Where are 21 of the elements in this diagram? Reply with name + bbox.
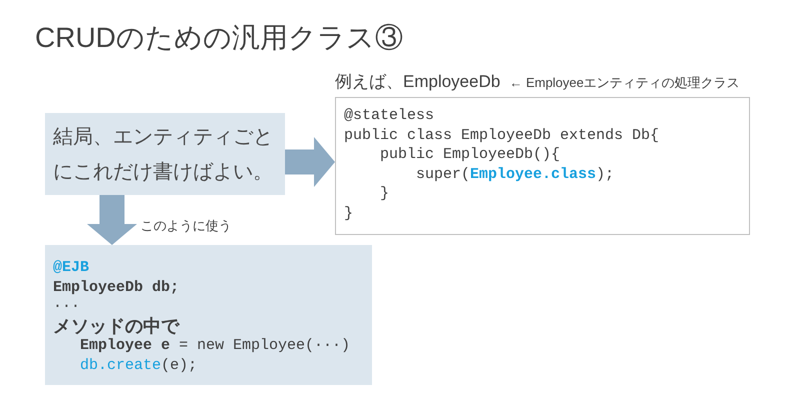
block-arrow [87,195,137,245]
note-panel [45,113,285,195]
code-line: Employee e = new Employee(···) [80,336,350,356]
code-panel [45,245,372,385]
code-line: db.create(e); [80,356,198,376]
code-line: public class EmployeeDb extends Db{ [344,126,660,146]
code-line: } [344,204,354,224]
code-line: public EmployeeDb(){ [380,145,560,165]
code-line: @EJB [53,258,90,278]
code-line: メソッドの中で [53,316,179,336]
code-line: super(Employee.class); [416,164,614,184]
block-arrow [285,137,335,187]
code-line: EmployeeDb db; [53,278,180,298]
code-line: } [380,184,390,204]
heading-text: 例えば、EmployeeDb [335,72,500,91]
slide-title: CRUDのための汎用クラス③ [35,21,403,55]
annotation-text: ← Employeeエンティティの処理クラス [509,75,740,90]
note-text: 結局、エンティティごとにこれだけ書けばよい。 [53,125,274,185]
code-line: @stateless [344,106,434,126]
edge-label: このように使う [140,217,232,235]
code-line: ··· [53,297,80,317]
